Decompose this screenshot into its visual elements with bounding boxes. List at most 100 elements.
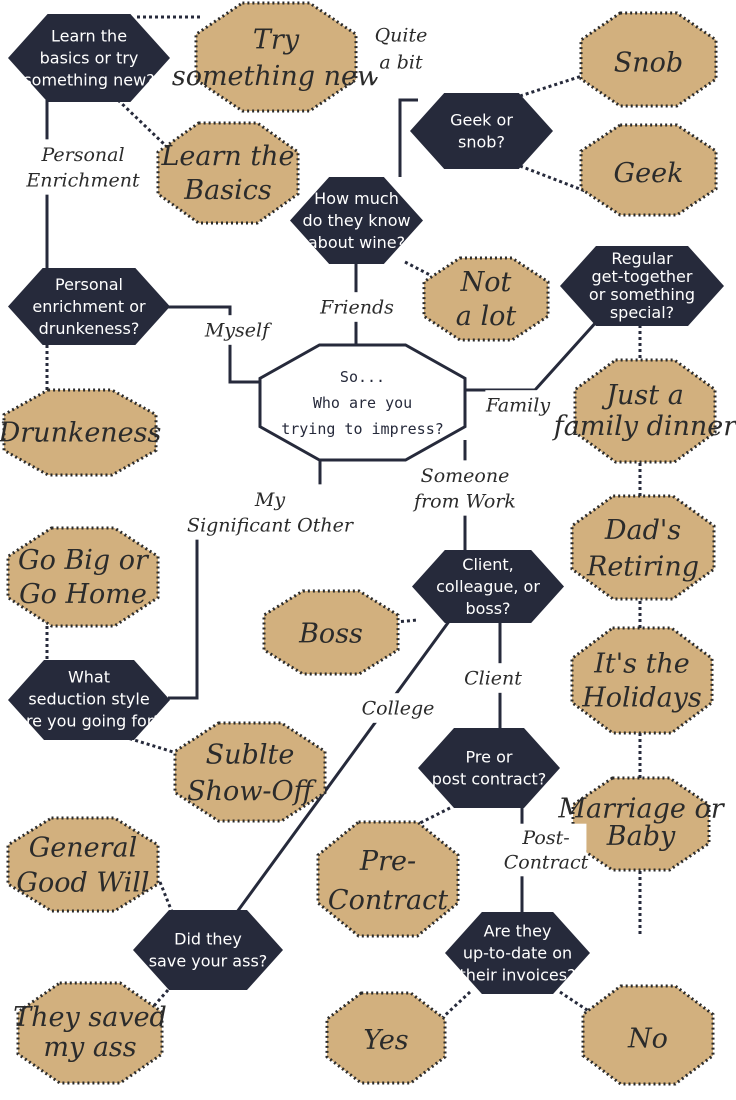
start-text-line-3: trying to impress? <box>281 420 444 438</box>
start-shape <box>258 343 467 462</box>
answer-shape <box>581 984 715 1086</box>
question-shape <box>8 268 170 345</box>
edge-geek-geekans <box>519 164 586 193</box>
edge-saved-goodwill <box>158 881 174 913</box>
answer-text-savedmyass-line-1: They saved <box>13 1002 167 1033</box>
answer-shape <box>316 820 460 938</box>
question-text-geek-line-2: snob? <box>458 133 505 152</box>
question-text-family-line-3: or something <box>589 285 695 304</box>
edge-lbl-college: College <box>360 693 436 723</box>
answer-node-snob[interactable]: Snob <box>579 11 718 108</box>
answer-text-learnbasics-line-1: Learn the <box>160 141 294 172</box>
start-text-line-1: So... <box>340 368 385 386</box>
edge-label-text-lbl-personal-line-2: Enrichment <box>25 169 140 191</box>
question-shape <box>418 728 560 808</box>
answer-text-marriage-line-2: Baby <box>606 821 676 852</box>
edge-knowwine-geek <box>398 98 418 177</box>
edge-knowwine-notalot <box>404 260 431 277</box>
edge-lbl-family: Family <box>485 390 551 420</box>
edge-contract-pre <box>411 806 451 829</box>
edge-label-text-lbl-work-line-1: Someone <box>421 465 510 487</box>
question-text-basics-line-3: something new? <box>23 71 154 90</box>
answer-shape <box>570 626 714 735</box>
edge-seduce-subtle <box>117 733 184 757</box>
edge-label-text-lbl-post-line-1: Post- <box>521 827 569 849</box>
answer-shape <box>422 256 550 342</box>
answer-text-holidays-line-2: Holidays <box>581 683 702 714</box>
answer-text-holidays-line-1: It's the <box>593 649 690 680</box>
answer-node-boss[interactable]: Boss <box>262 589 400 676</box>
answer-shape <box>262 589 400 676</box>
answer-text-geekans-line-1: Geek <box>614 158 684 189</box>
answer-shape <box>194 1 358 113</box>
edge-geek-snob <box>519 73 586 98</box>
question-text-basics-line-1: Learn the <box>51 27 127 46</box>
answer-text-notalot-line-2: a lot <box>456 301 517 332</box>
edge-label-text-lbl-friends-line-1: Friends <box>319 297 394 319</box>
question-text-knowwine-line-3: about wine? <box>308 233 405 252</box>
edge-lbl-friends: Friends <box>319 292 395 322</box>
question-text-family-line-4: special? <box>610 303 674 322</box>
edge-label-text-lbl-post-line-2: Contract <box>504 851 589 873</box>
question-shape <box>8 660 170 740</box>
answer-text-yes-line-1: Yes <box>363 1025 408 1056</box>
question-text-enrich-line-3: drunkeness? <box>39 319 140 338</box>
answer-text-familydinner-line-2: family dinner <box>552 411 736 442</box>
question-text-family-line-1: Regular <box>611 249 673 268</box>
answer-shape <box>570 494 716 601</box>
answer-node-yes[interactable]: Yes <box>325 991 447 1085</box>
edge-label-text-lbl-personal-line-1: Personal <box>40 144 124 166</box>
answer-text-subtle-line-1: Sublte <box>206 740 295 771</box>
answer-node-drunkeness[interactable]: Drunkeness <box>0 388 161 477</box>
question-text-seduce-line-2: seduction style <box>28 690 149 709</box>
question-text-contract-line-2: post contract? <box>432 770 547 789</box>
question-text-ccb-line-3: boss? <box>465 599 510 618</box>
edge-label-bg <box>30 139 136 195</box>
answer-node-geekans[interactable]: Geek <box>579 123 718 217</box>
answer-node-no[interactable]: No <box>581 984 715 1086</box>
answer-shape <box>16 981 164 1085</box>
edge-label-text-lbl-client-line-1: Client <box>464 668 522 690</box>
edge-label-bg <box>417 460 513 516</box>
question-shape <box>412 550 564 623</box>
edge-label-bg <box>204 315 270 345</box>
question-text-knowwine-line-1: How much <box>314 189 399 208</box>
question-text-invoices-line-2: up-to-date on <box>463 944 572 963</box>
answer-node-precontract[interactable]: Pre-Contract <box>316 820 460 938</box>
edge-invoices-no <box>559 990 591 1014</box>
edge-label-text-lbl-significant-line-2: Significant Other <box>187 514 355 536</box>
answer-shape <box>325 991 447 1085</box>
answer-shape <box>573 358 717 464</box>
edge-label-text-lbl-quite-line-2: a bit <box>379 52 423 74</box>
answer-text-savedmyass-line-2: my ass <box>43 1032 136 1063</box>
answer-text-goodwill-line-2: Good Will <box>16 868 149 899</box>
answer-text-dads-line-1: Dad's <box>604 515 681 546</box>
